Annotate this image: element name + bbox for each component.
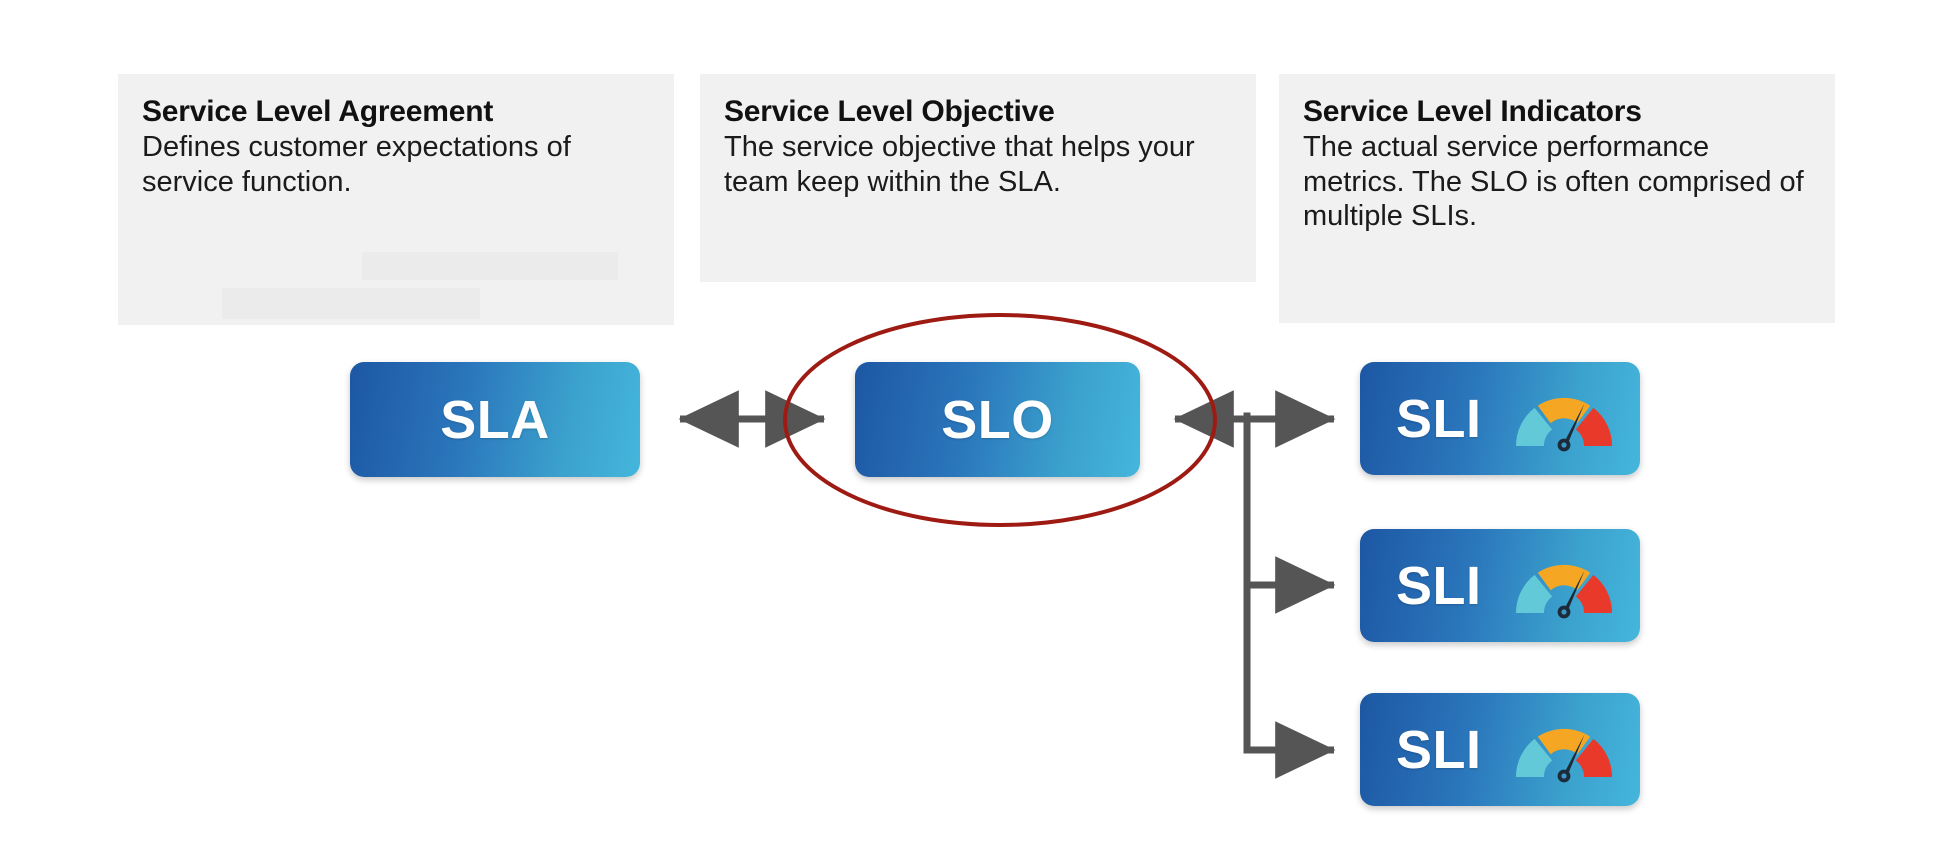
card-title: Service Level Indicators [1303,95,1642,128]
card-body: The actual service performance metrics. … [1303,131,1804,232]
card-body: The service objective that helps your te… [724,131,1195,198]
gauge-icon [1510,551,1618,621]
definition-card-slo: Service Level Objective The service obje… [700,74,1256,282]
node-sla-label: SLA [440,389,550,450]
definition-card-sla: Service Level Agreement Defines customer… [118,74,674,325]
node-sli-2[interactable]: SLI [1360,529,1640,642]
card-title: Service Level Agreement [142,95,494,128]
gauge-icon [1510,384,1618,454]
definition-card-sli: Service Level Indicators The actual serv… [1279,74,1835,323]
node-sli-1[interactable]: SLI [1360,362,1640,475]
gauge-icon [1510,715,1618,785]
node-sla[interactable]: SLA [350,362,640,477]
card-title: Service Level Objective [724,95,1055,128]
redacted-block [222,288,480,319]
card-body: Defines customer expectations of service… [142,131,571,198]
node-sli-label: SLI [1396,388,1482,449]
node-sli-label: SLI [1396,719,1482,780]
redacted-block [362,252,618,280]
node-sli-3[interactable]: SLI [1360,693,1640,806]
node-sli-label: SLI [1396,555,1482,616]
node-slo-label: SLO [941,389,1054,450]
node-slo[interactable]: SLO [855,362,1140,477]
